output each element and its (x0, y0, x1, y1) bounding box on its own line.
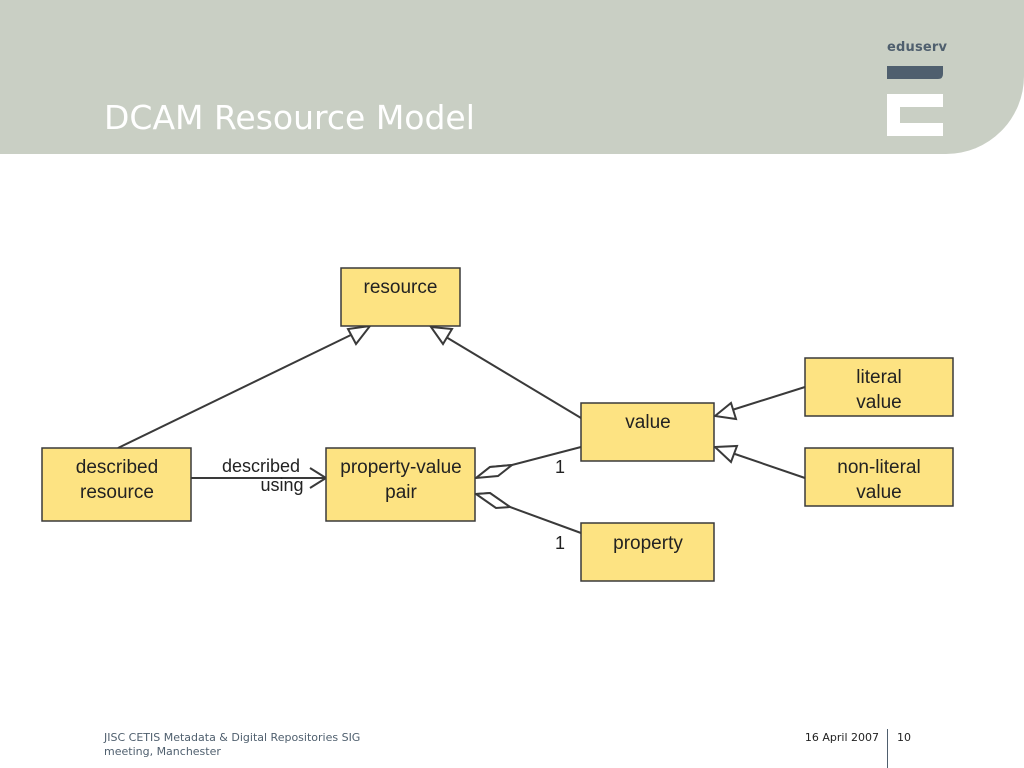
node-property-value-pair-line1: property-value (340, 457, 461, 478)
node-property-value-pair: property-value pair (325, 447, 476, 522)
node-literal-value-line1: literal (856, 367, 901, 388)
node-resource-label: resource (364, 277, 438, 298)
node-value-label: value (625, 412, 670, 433)
edge-described-resource-to-resource (117, 332, 356, 449)
node-property-label: property (613, 533, 683, 554)
edge-value-to-resource (445, 336, 582, 419)
edge-nonliteral-to-value (731, 452, 806, 479)
node-literal-value: literal value (804, 357, 954, 417)
edge-label-described-using-line1: described (222, 456, 300, 476)
aggregation-diamond (472, 463, 516, 480)
footer-event-line1: JISC CETIS Metadata & Digital Repositori… (104, 731, 361, 744)
footer-date: 16 April 2007 (804, 731, 879, 744)
node-property-value-pair-line2: pair (385, 482, 417, 503)
node-literal-value-line2: value (856, 392, 901, 413)
footer-event-line2: meeting, Manchester (104, 745, 221, 758)
generalization-arrowhead (428, 325, 454, 346)
header-band (0, 0, 1024, 154)
node-described-resource-line2: resource (80, 482, 154, 503)
node-value: value (580, 402, 715, 462)
node-property: property (580, 522, 715, 582)
edge-literal-to-value (731, 386, 806, 411)
multiplicity-value: 1 (555, 457, 565, 477)
node-non-literal-value: non-literal value (804, 447, 954, 507)
edge-label-described-using-line2: using (260, 475, 303, 495)
generalization-arrowhead (346, 324, 373, 346)
footer-divider (887, 729, 888, 768)
eduserv-logo-icon (887, 66, 943, 136)
slide-title: DCAM Resource Model (104, 98, 475, 137)
node-non-literal-value-line2: value (856, 482, 901, 503)
edges (117, 324, 806, 534)
generalization-arrowhead (712, 401, 738, 421)
generalization-arrowhead (712, 444, 739, 464)
eduserv-logo-text: eduserv (887, 40, 948, 55)
node-described-resource: described resource (41, 447, 192, 522)
node-described-resource-line1: described (76, 457, 158, 478)
node-non-literal-value-line1: non-literal (837, 457, 920, 478)
footer-event: JISC CETIS Metadata & Digital Repositori… (104, 731, 404, 759)
page-number: 10 (897, 731, 911, 744)
node-resource: resource (340, 267, 461, 327)
multiplicity-property: 1 (555, 533, 565, 553)
aggregation-diamond (473, 491, 513, 510)
